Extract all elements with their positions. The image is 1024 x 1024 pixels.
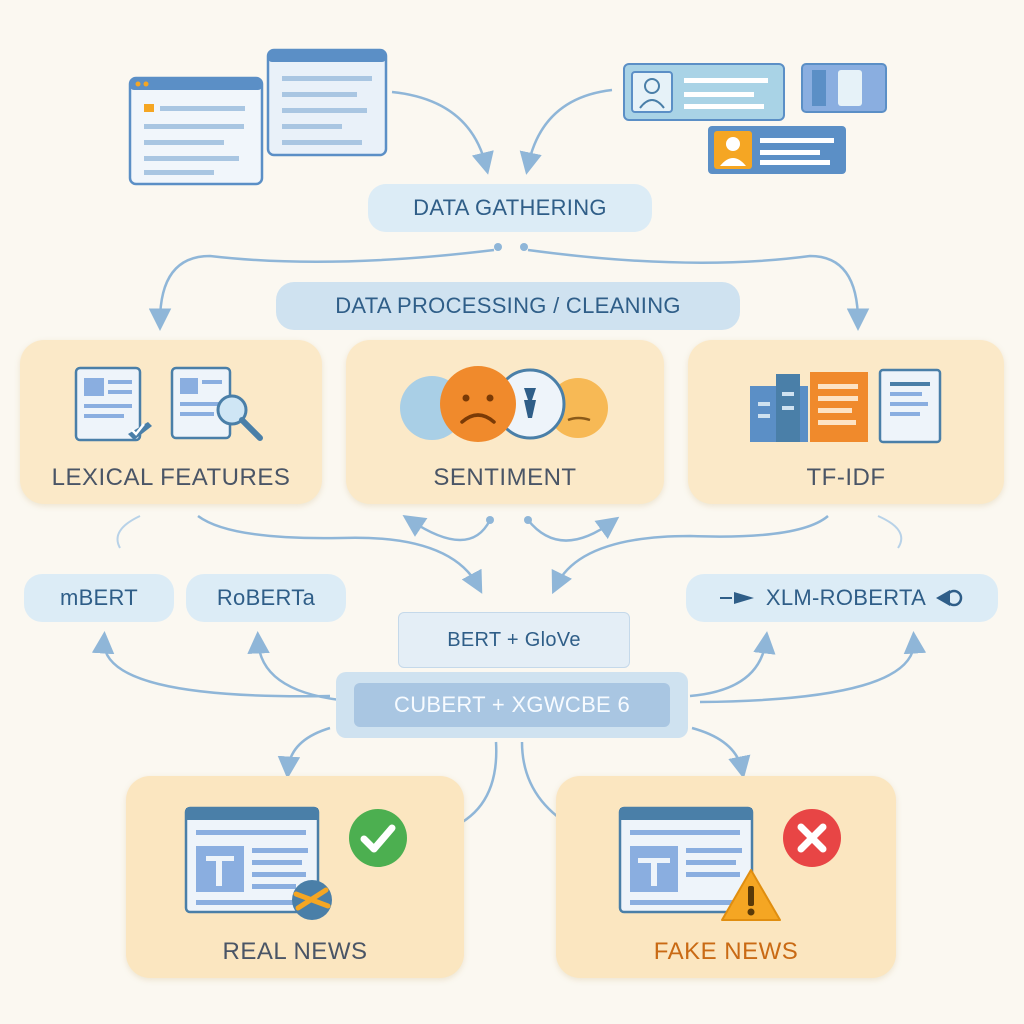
model-roberta: RoBERTa: [186, 574, 346, 622]
arrow-profiles-to-gathering: [519, 88, 613, 175]
news-window-icon: [184, 806, 320, 914]
sentiment-faces-icon: [400, 366, 608, 442]
arrow-combined-to-real: [277, 726, 331, 779]
warning-triangle-icon: [721, 869, 781, 921]
model-combined-label: CUBERT + XGWCBE 6: [394, 692, 630, 717]
arrow-combined-to-mbert: [91, 631, 331, 698]
arrow-docs-to-gathering: [391, 90, 494, 175]
feature-sentiment-label: SENTIMENT: [433, 464, 577, 491]
document-windows-icon: [128, 48, 388, 186]
arrow-gathering-to-lexical: [148, 248, 495, 331]
arrow-combined-to-xlm-left: [689, 631, 776, 698]
arrow-sentiment-loop-left: [402, 515, 492, 542]
news-window-icon-fake: [618, 806, 754, 914]
arrow-combined-to-fake: [691, 726, 751, 779]
model-bert-glove: BERT + GloVe: [398, 612, 630, 668]
stage-data-processing: DATA PROCESSING / CLEANING: [276, 282, 740, 330]
data-files-icon: [750, 368, 942, 444]
model-combined-inner: CUBERT + XGWCBE 6: [354, 683, 670, 727]
feature-card-tfidf: TF-IDF: [688, 340, 1004, 504]
arrow-tfidf-to-bert-glove: [551, 515, 829, 595]
verified-badge-icon: [292, 880, 332, 920]
arrow-gathering-to-tfidf: [527, 248, 870, 331]
output-real-news-label: REAL NEWS: [222, 938, 368, 965]
model-mbert: mBERT: [24, 574, 174, 622]
stage-data-gathering-label: DATA GATHERING: [413, 195, 607, 220]
feature-card-sentiment: SENTIMENT: [346, 340, 664, 504]
arrow-lexical-to-bert-glove: [197, 514, 483, 594]
arrow-sentiment-loop-right: [527, 516, 620, 542]
output-fake-news-label: FAKE NEWS: [653, 938, 799, 965]
feature-tfidf-label: TF-IDF: [806, 464, 886, 491]
model-bert-glove-label: BERT + GloVe: [447, 628, 581, 651]
model-roberta-label: RoBERTa: [216, 585, 316, 610]
model-xlm-roberta: XLM-ROBERTA: [686, 574, 998, 622]
feature-lexical-label: LEXICAL FEATURES: [51, 464, 291, 491]
wave-left-icon: [719, 592, 754, 604]
stage-data-processing-label: DATA PROCESSING / CLEANING: [335, 293, 681, 318]
stage-data-gathering: DATA GATHERING: [368, 184, 652, 232]
model-combined: CUBERT + XGWCBE 6: [336, 672, 688, 738]
document-search-icon: [170, 366, 263, 441]
model-mbert-label: mBERT: [59, 585, 139, 610]
output-card-fake-news: FAKE NEWS: [556, 776, 896, 978]
document-check-icon: [74, 366, 152, 442]
cross-circle-icon: [783, 809, 841, 867]
output-card-real-news: REAL NEWS: [126, 776, 464, 978]
check-circle-icon: [349, 809, 407, 867]
profile-cards-icon: [623, 63, 887, 174]
model-xlm-roberta-label: XLM-ROBERTA: [765, 585, 927, 610]
wave-right-icon: [936, 589, 963, 607]
arrow-combined-to-roberta: [247, 631, 341, 702]
feature-card-lexical: LEXICAL FEATURES: [20, 340, 322, 504]
arrow-combined-to-xlm-right: [699, 631, 927, 704]
